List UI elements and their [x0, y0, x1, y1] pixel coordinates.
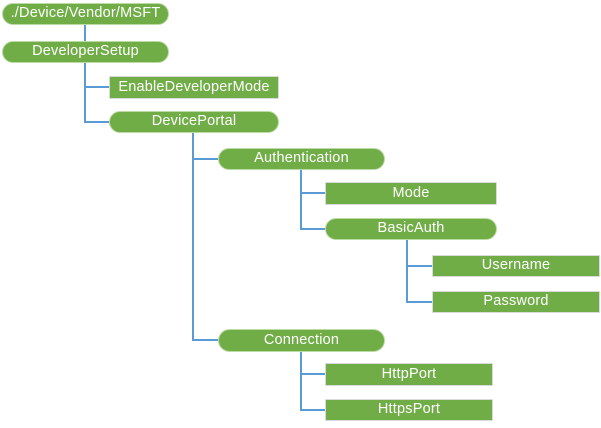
tree-node-http-port: HttpPort — [325, 363, 493, 386]
tree-node-developer-setup: DeveloperSetup — [2, 41, 169, 63]
tree-connector-line — [84, 86, 109, 88]
tree-node-root: ./Device/Vendor/MSFT — [2, 3, 169, 25]
tree-connector-line — [192, 158, 218, 160]
tree-node-authentication: Authentication — [218, 148, 385, 170]
tree-node-https-port: HttpsPort — [325, 399, 493, 421]
tree-connector-line — [300, 409, 325, 411]
tree-node-device-portal: DevicePortal — [109, 111, 279, 133]
tree-node-basic-auth: BasicAuth — [325, 218, 497, 240]
tree-node-connection: Connection — [218, 329, 385, 352]
tree-node-enable-developer-mode: EnableDeveloperMode — [109, 76, 279, 99]
tree-connector-line — [300, 228, 325, 230]
tree-node-username: Username — [432, 255, 600, 277]
tree-connector-line — [192, 133, 194, 341]
tree-connector-line — [300, 373, 325, 375]
tree-connector-line — [406, 265, 432, 267]
tree-connector-line — [192, 339, 218, 341]
tree-connector-line — [84, 121, 109, 123]
tree-connector-line — [84, 25, 86, 41]
tree-node-password: Password — [432, 291, 600, 313]
tree-connector-line — [84, 63, 86, 123]
tree-connector-line — [406, 301, 432, 303]
tree-connector-line — [406, 240, 408, 303]
tree-connector-line — [300, 170, 302, 230]
tree-connector-line — [300, 352, 302, 411]
tree-node-mode: Mode — [325, 182, 497, 205]
tree-connector-line — [300, 192, 325, 194]
